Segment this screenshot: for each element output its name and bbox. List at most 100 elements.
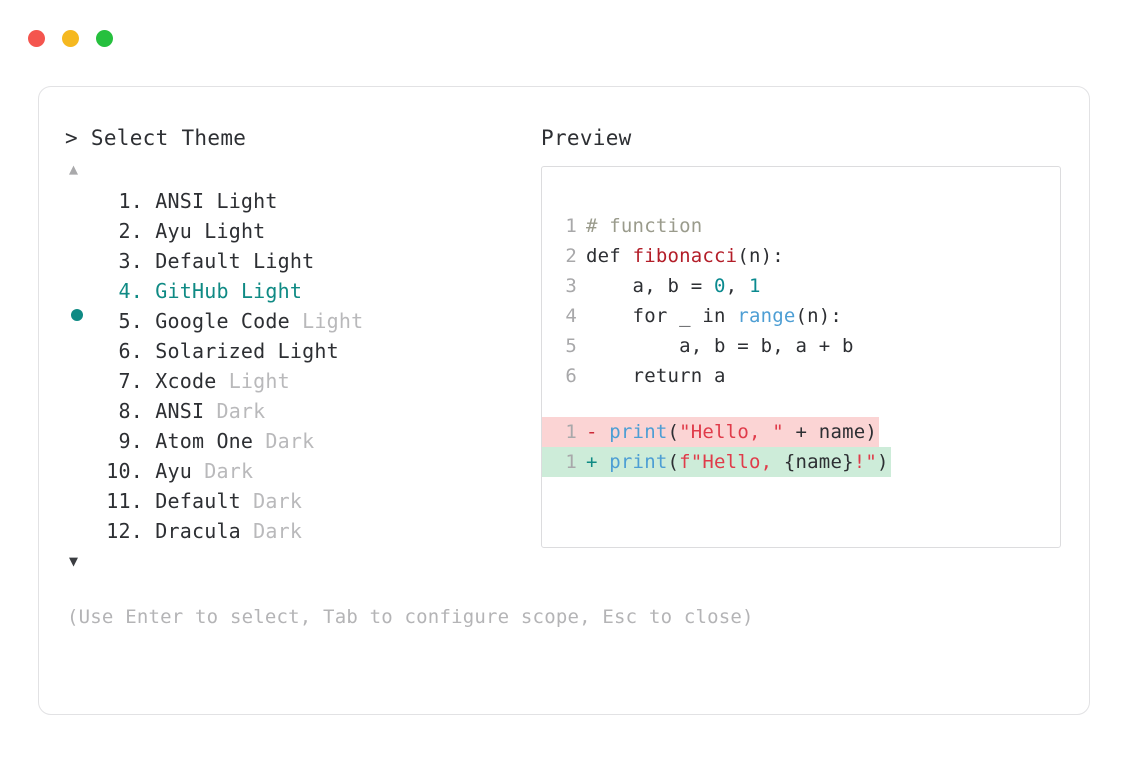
theme-list-item[interactable]: 12. Dracula Dark xyxy=(65,516,535,546)
theme-item-number: 6. xyxy=(118,339,143,363)
code-token-builtin: print xyxy=(609,421,668,443)
code-text: # function xyxy=(586,211,1060,241)
code-token-number: 0 xyxy=(714,275,726,297)
theme-list-item[interactable]: 8. ANSI Dark xyxy=(65,396,535,426)
theme-item-name: Ayu xyxy=(143,219,205,243)
line-number: 5 xyxy=(565,335,577,357)
preview-title: Preview xyxy=(541,126,632,150)
code-line: 3 a, b = 0, 1 xyxy=(542,271,1060,301)
theme-item-number: 7. xyxy=(118,369,143,393)
theme-item-name: Ayu xyxy=(143,459,205,483)
code-token-plain: , xyxy=(725,275,749,297)
selected-bullet-icon xyxy=(71,309,83,321)
code-token-plain: ) xyxy=(877,451,889,473)
theme-item-variant: Light xyxy=(204,219,266,243)
code-token-builtin: print xyxy=(609,451,668,473)
theme-item-variant: Dark xyxy=(216,399,266,423)
line-number: 2 xyxy=(565,245,577,267)
theme-list-item[interactable]: 10. Ayu Dark xyxy=(65,456,535,486)
theme-item-name: ANSI xyxy=(143,189,217,213)
code-token-plain: return a xyxy=(586,365,726,387)
code-text: + print(f"Hello, {name}!") xyxy=(586,447,891,477)
line-number: 3 xyxy=(565,275,577,297)
theme-list-item[interactable]: 6. Solarized Light xyxy=(65,336,535,366)
window-minimize-dot[interactable] xyxy=(62,30,79,47)
theme-item-name: Atom One xyxy=(143,429,266,453)
theme-item-name: Google Code xyxy=(143,309,303,333)
scroll-up-icon[interactable]: ▲ xyxy=(69,160,79,178)
theme-item-number: 10. xyxy=(106,459,143,483)
code-token-plain: ( xyxy=(667,451,680,473)
code-text: for _ in range(n): xyxy=(586,301,1060,331)
code-token-number: 1 xyxy=(748,275,761,297)
line-number: 4 xyxy=(565,305,577,327)
window-titlebar xyxy=(28,30,113,47)
code-line: 4 for _ in range(n): xyxy=(542,301,1060,331)
theme-item-label: GitHub Light xyxy=(143,276,302,306)
theme-item-variant: Light xyxy=(302,309,364,333)
code-spacer xyxy=(542,391,1060,417)
code-token-keyword: def xyxy=(586,245,633,267)
theme-item-label: Default Dark xyxy=(143,486,302,516)
code-token-comment: # function xyxy=(586,215,703,237)
theme-list-item[interactable]: 2. Ayu Light xyxy=(65,216,535,246)
theme-item-variant: Light xyxy=(277,339,339,363)
theme-item-label: Ayu Light xyxy=(143,216,265,246)
code-line: 5 a, b = b, a + b xyxy=(542,331,1060,361)
code-line: 6 return a xyxy=(542,361,1060,391)
theme-item-label: Dracula Dark xyxy=(143,516,302,546)
page-title: > Select Theme xyxy=(65,126,247,150)
line-number: 6 xyxy=(565,365,577,387)
theme-item-label: Google Code Light xyxy=(143,306,363,336)
theme-list-item[interactable]: 7. Xcode Light xyxy=(65,366,535,396)
code-text: a, b = 0, 1 xyxy=(586,271,1060,301)
theme-item-name: Default xyxy=(143,489,254,513)
scroll-down-icon[interactable]: ▼ xyxy=(69,552,79,570)
code-token-plain: (n): xyxy=(737,245,784,267)
code-token-func: fibonacci xyxy=(632,245,738,267)
theme-item-label: Ayu Dark xyxy=(143,456,253,486)
theme-item-name: ANSI xyxy=(143,399,217,423)
theme-list-item[interactable]: 5. Google Code Light xyxy=(65,306,535,336)
code-token-marker-del: - xyxy=(586,421,610,443)
window-close-dot[interactable] xyxy=(28,30,45,47)
theme-item-number: 4. xyxy=(118,279,143,303)
code-token-plain: a, b = xyxy=(586,275,715,297)
keyboard-hint: (Use Enter to select, Tab to configure s… xyxy=(67,606,754,628)
theme-item-variant: Light xyxy=(240,279,303,303)
code-line: 2 def fibonacci(n): xyxy=(542,241,1060,271)
theme-item-label: Xcode Light xyxy=(143,366,290,396)
theme-list-item[interactable]: 1. ANSI Light xyxy=(65,186,535,216)
line-number: 1 xyxy=(542,447,586,477)
code-token-string: !" xyxy=(853,451,878,473)
code-token-string: "Hello, " xyxy=(679,421,784,443)
theme-item-number: 3. xyxy=(118,249,143,273)
code-token-plain: a, b = b, a + b xyxy=(586,335,854,357)
code-text: a, b = b, a + b xyxy=(586,331,1060,361)
theme-item-variant: Dark xyxy=(204,459,254,483)
theme-list-item[interactable]: 4. GitHub Light xyxy=(65,276,535,321)
theme-list-item[interactable]: 11. Default Dark xyxy=(65,486,535,516)
theme-item-variant: Dark xyxy=(253,519,303,543)
code-token-plain: (n): xyxy=(795,305,843,327)
theme-item-label: ANSI Dark xyxy=(143,396,265,426)
theme-item-name: Xcode xyxy=(143,369,229,393)
theme-list-item[interactable]: 3. Default Light xyxy=(65,246,535,276)
theme-item-number: 2. xyxy=(118,219,143,243)
code-text: return a xyxy=(586,361,1060,391)
theme-item-number: 1. xyxy=(118,189,143,213)
code-text: - print("Hello, " + name) xyxy=(586,417,880,447)
theme-item-number: 8. xyxy=(118,399,143,423)
code-diff-line: 1- print("Hello, " + name) xyxy=(542,417,1060,447)
theme-item-number: 5. xyxy=(118,309,143,333)
window-maximize-dot[interactable] xyxy=(96,30,113,47)
code-line: 1# function xyxy=(542,211,1060,241)
theme-item-variant: Light xyxy=(253,249,315,273)
theme-item-name: Dracula xyxy=(143,519,254,543)
theme-list-item[interactable]: 9. Atom One Dark xyxy=(65,426,535,456)
